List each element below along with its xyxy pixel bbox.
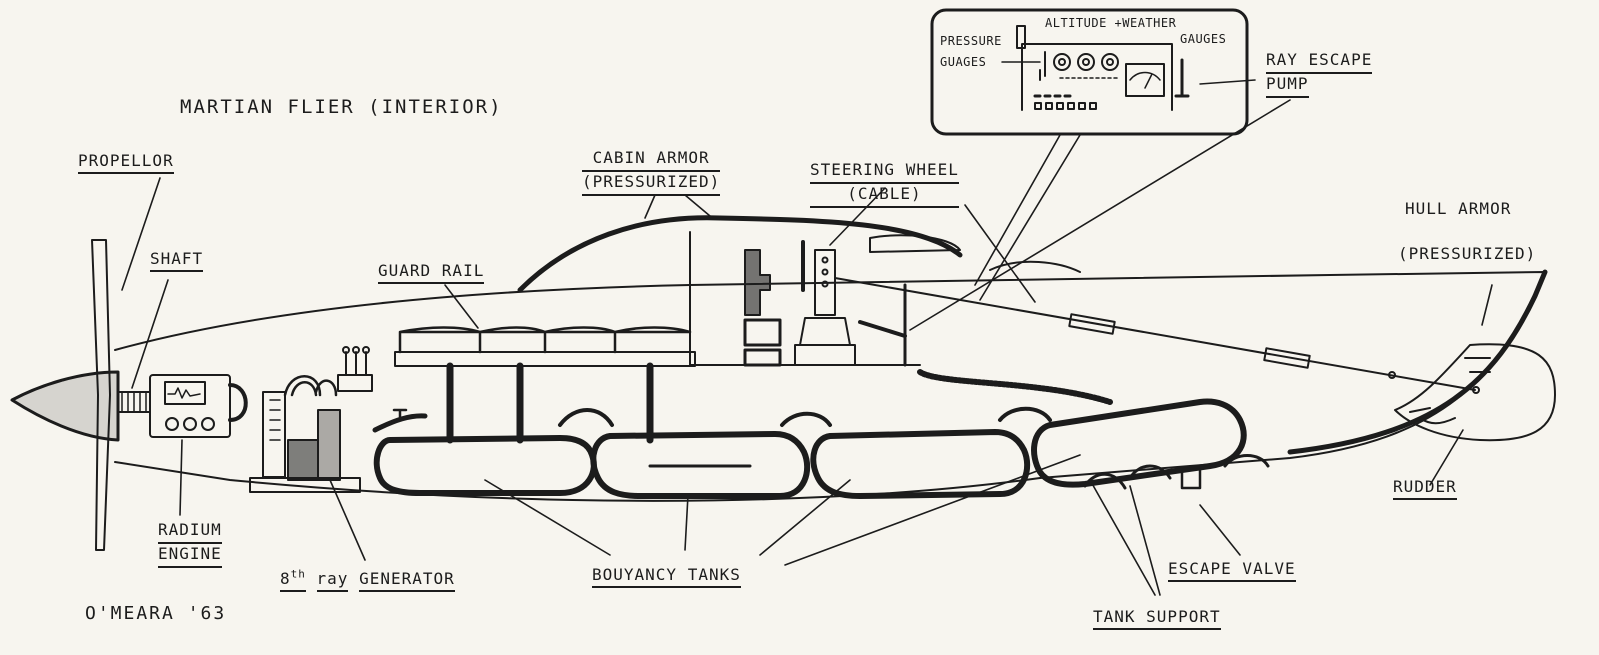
flex-hose: [917, 369, 1113, 405]
leader-cable: [964, 204, 1036, 303]
label-ray-escape-line-1: RAY ESCAPE: [1266, 50, 1373, 74]
label-ray-gen-ray: ray: [316, 569, 349, 593]
hull-outline: [114, 271, 1546, 502]
leader-inset-1: [974, 134, 1061, 286]
diagram-title: MARTIAN FLIER (INTERIOR): [180, 96, 503, 118]
label-cabin-armor: CABIN ARMOR (PRESSURIZED): [582, 148, 721, 196]
pilot-seat: [744, 249, 771, 316]
label-ray-generator: 8th ray GENERATOR: [280, 566, 455, 593]
leader-tank-support-1: [1089, 479, 1156, 596]
ray-generator-coils: [283, 375, 338, 397]
rudder: [1394, 343, 1556, 442]
leader-bouyancy-4: [784, 454, 1081, 566]
label-ray-gen-8: 8th: [280, 568, 306, 593]
canopy-window: [869, 234, 961, 253]
label-rudder: RUDDER: [1393, 478, 1457, 500]
label-ray-escape-pump: RAY ESCAPE PUMP: [1266, 50, 1373, 98]
bouyancy-tank-1: [373, 435, 597, 496]
artist-signature: O'MEARA '63: [85, 603, 227, 624]
leader-steering-wheel: [829, 187, 886, 246]
inset-panel-frame: [930, 8, 1249, 136]
leader-radium-engine: [179, 439, 183, 516]
propeller-blade: [91, 239, 111, 551]
label-radium-engine: RADIUM ENGINE: [158, 520, 222, 568]
bouyancy-tank-2: [590, 431, 811, 499]
label-guard-rail: GUARD RAIL: [378, 262, 485, 284]
label-ray-gen-rest: GENERATOR: [359, 569, 455, 593]
inset-gauges-label: GAUGES: [1180, 32, 1227, 46]
inset-pressure-label-1: PRESSURE: [940, 34, 1002, 48]
guard-rail: [398, 326, 692, 354]
bouyancy-tank-3: [810, 429, 1031, 499]
engine-exhaust-pipe: [228, 383, 248, 422]
label-bouyancy-tanks: BOUYANCY TANKS: [592, 566, 741, 588]
steering-column: [814, 249, 836, 316]
leader-ray-generator: [329, 479, 366, 561]
inset-pressure-label-2: GUAGES: [940, 55, 987, 69]
label-radium-line-1: RADIUM: [158, 520, 222, 544]
label-hull-pressurized: (PRESSURIZED): [1398, 244, 1537, 263]
label-escape-valve: ESCAPE VALVE: [1168, 560, 1296, 582]
label-cabin-armor-line-1: CABIN ARMOR: [582, 148, 721, 172]
leader-guard-rail: [444, 284, 479, 329]
label-propellor: PROPELLOR: [78, 152, 174, 174]
hull-armor-stern: [1287, 269, 1548, 455]
leader-escape-valve: [1199, 504, 1241, 556]
cabin-canopy: [517, 215, 963, 293]
radium-engine-body: [149, 374, 231, 438]
bouyancy-tank-4: [1031, 398, 1247, 488]
deck-supports: [446, 362, 654, 444]
label-steering-line-2: (CABLE): [810, 184, 959, 208]
propeller-nose-cone: [10, 370, 120, 442]
inset-title: ALTITUDE +WEATHER: [1045, 16, 1177, 30]
dorsal-fin: [989, 260, 1081, 273]
label-hull-armor: HULL ARMOR: [1405, 199, 1512, 218]
engine-scope: [164, 381, 206, 405]
ray-generator-terminal-box: [337, 374, 373, 392]
leader-ray-escape-pump: [909, 99, 1291, 331]
label-shaft: SHAFT: [150, 250, 204, 272]
label-steering-wheel: STEERING WHEEL (CABLE): [810, 160, 959, 208]
label-tank-support: TANK SUPPORT: [1093, 608, 1221, 630]
leader-inset-2: [979, 134, 1081, 301]
label-ray-escape-line-2: PUMP: [1266, 74, 1309, 98]
leader-tank-support-2: [1129, 485, 1161, 596]
label-radium-line-2: ENGINE: [158, 544, 222, 568]
control-lever: [858, 320, 907, 338]
leader-rudder: [1429, 429, 1464, 486]
ray-generator-stack: [262, 391, 286, 478]
label-cabin-armor-line-2: (PRESSURIZED): [582, 172, 721, 196]
leader-bouyancy-2: [684, 494, 689, 551]
steering-cable: [834, 277, 1476, 391]
leader-propellor: [121, 177, 161, 291]
leader-bouyancy-1: [484, 479, 611, 556]
label-steering-line-1: STEERING WHEEL: [810, 160, 959, 184]
leader-hull-armor: [1481, 284, 1493, 326]
escape-valve: [1180, 466, 1202, 490]
tank-supports: [1083, 454, 1270, 490]
leader-shaft: [131, 279, 169, 389]
leader-cabin-armor: [644, 194, 711, 219]
leader-bouyancy-3: [759, 479, 851, 556]
